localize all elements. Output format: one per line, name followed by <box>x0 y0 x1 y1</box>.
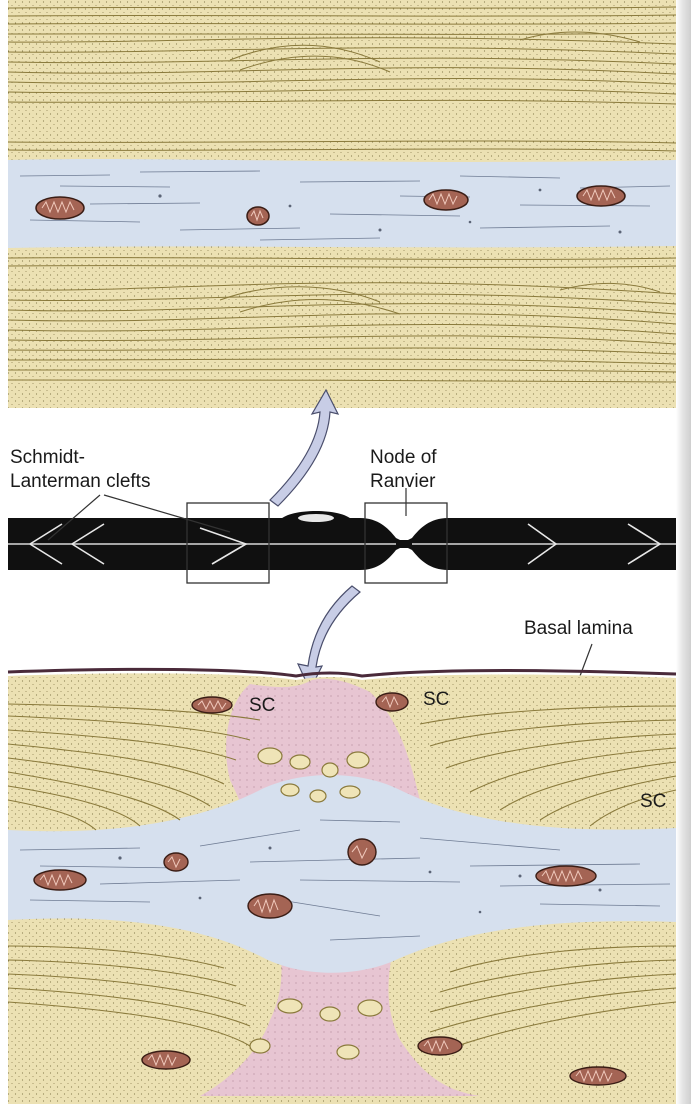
basal-lamina <box>7 667 677 678</box>
arrow-to-internode <box>269 388 340 507</box>
schwann-nucleus <box>298 514 334 522</box>
node-label-line1: Node of <box>370 447 437 468</box>
cleft-zoom-box <box>186 502 270 584</box>
sl-clefts-label-line1: Schmidt- <box>10 447 85 468</box>
terminal-loops <box>249 747 383 1060</box>
paranodal-loops <box>7 703 677 1053</box>
schwann-cell-label-3: SC <box>640 791 667 812</box>
myelin-lamellae-upper <box>7 6 677 105</box>
internode-panel <box>7 0 677 408</box>
node-panel <box>7 667 677 1104</box>
node-label-line2: Ranvier <box>370 471 436 492</box>
sl-clefts <box>29 523 662 565</box>
sl-clefts-label-line2: Lanterman clefts <box>10 471 151 492</box>
basal-lamina-label: Basal lamina <box>524 618 633 639</box>
schwann-cell-label-1: SC <box>249 695 276 716</box>
schwann-cell-label-2: SC <box>423 689 450 710</box>
page-edge-shadow <box>676 0 691 1104</box>
myelin-lamellae-upper-inner <box>7 140 677 152</box>
mitochondria-top <box>35 185 626 226</box>
neurofilaments-top <box>19 170 671 241</box>
axoplasm-top <box>8 159 676 248</box>
axoplasm-bottom <box>8 775 676 973</box>
mitochondria-bottom <box>33 692 627 1086</box>
cleft-leader-lines <box>47 494 231 541</box>
fiber-schematic <box>8 488 676 584</box>
myelin-lamellae-lower <box>7 257 677 383</box>
vesicles-bottom <box>118 846 602 914</box>
neurofilaments-bottom <box>19 819 671 941</box>
vesicles-top <box>158 188 622 234</box>
